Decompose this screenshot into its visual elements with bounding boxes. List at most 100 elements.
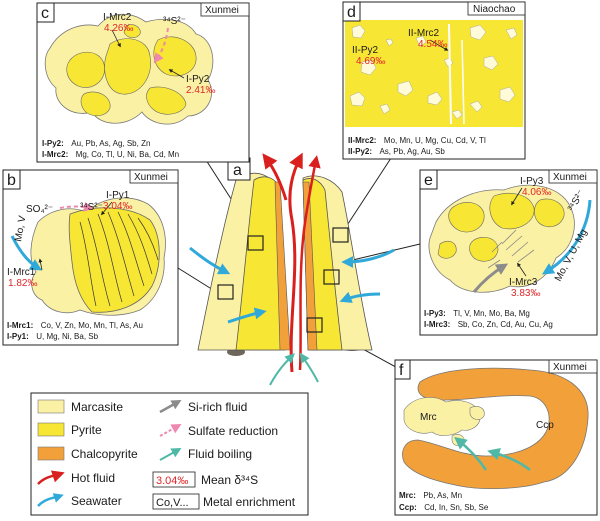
mineral-label: Mrc <box>420 412 437 423</box>
legend-label: Pyrite <box>71 423 102 437</box>
panel-e: e Xunmei I-Py3 4.06‰ ³⁴S²⁻ I-Mrc3 3.83‰ … <box>419 169 598 336</box>
sample-box-d <box>332 227 349 243</box>
pyrite-crystal <box>68 207 160 313</box>
vein <box>448 23 452 125</box>
element-row-mineral: II-Py2: <box>348 147 372 156</box>
legend-label: Seawater <box>71 494 122 508</box>
element-row-mineral: I-Mrc3: <box>424 320 450 329</box>
pointer-line <box>517 262 527 277</box>
chalcopyrite-layer-right <box>302 181 318 351</box>
panel-label-box <box>419 169 438 190</box>
pyrite-grain <box>469 237 499 262</box>
legend-label: Marcasite <box>71 400 123 414</box>
marcasite-patch <box>415 35 427 48</box>
fiber <box>487 259 501 269</box>
mineral-label: II-Mrc2 <box>408 28 440 39</box>
mean-d34s-value: 3.04‰ <box>103 201 132 212</box>
seawater-arrow <box>541 199 592 275</box>
element-row-mineral: I-Mrc2: <box>42 150 68 159</box>
seawater-arrow <box>339 291 381 303</box>
pyrite-grain <box>437 240 457 259</box>
element-row-list: Au, Pb, As, Ag, Sb, Zn <box>71 139 150 148</box>
pyrite-grain <box>146 86 187 115</box>
marcasite-patch <box>427 91 443 106</box>
mineral-label: II-Py2 <box>352 45 379 56</box>
pointer-line <box>168 69 185 79</box>
sulfide-label: ³⁴S²⁻ <box>80 202 103 213</box>
chalcopyrite-mass <box>402 367 589 490</box>
element-row: I-Py1: U, Mg, Ni, Ba, Sb <box>7 326 99 343</box>
location-box <box>548 169 598 184</box>
pyrite-grain <box>104 38 151 95</box>
element-row-list: As, Pb, Ag, Au, Sb <box>379 147 445 156</box>
mineral-label: I-Mrc2 <box>103 12 132 23</box>
element-row-mineral: Ccp: <box>399 503 417 512</box>
location-box <box>200 2 250 17</box>
boiling-arrow <box>487 448 531 471</box>
growth-band <box>117 211 145 287</box>
marcasite-patch <box>397 80 414 97</box>
sample-box-c <box>247 235 264 251</box>
panel-f: f Xunmei Mrc Ccp Mrc: Pb, As, Mn Ccp: Cd… <box>394 359 598 516</box>
marcasite-patch <box>351 24 366 39</box>
element-row: Ccp: Cd, In, Sn, Sb, Se <box>399 497 489 514</box>
element-row: I-Mrc1: Co, V, Zn, Mo, Mn, Tl, As, Au <box>7 315 143 332</box>
pyrite-swatch <box>37 422 65 437</box>
growth-band <box>107 211 135 297</box>
legend-label: Metal enrichment <box>203 495 296 509</box>
si-rich-fluid-arrow <box>472 263 509 293</box>
element-row-mineral: I-Py2: <box>42 139 64 148</box>
panel-d: d Niaochao II-Py2 4.69‰ II-Mrc2 4.54‰ II… <box>342 1 526 160</box>
pyrite-grain <box>123 24 141 38</box>
sulfate-label: SO₄²⁻ <box>26 204 53 215</box>
sulfate-reduction-arrow <box>59 201 94 212</box>
legend-sample-value: 3.04‰ <box>156 475 188 487</box>
pyrite-layer-left <box>235 176 286 351</box>
marcasite-patches <box>349 24 518 120</box>
fiber <box>501 229 517 245</box>
growth-band <box>97 213 123 303</box>
element-row-list: Tl, V, Mn, Mo, Ba, Mg <box>453 309 530 318</box>
mineral-label: I-Mrc1 <box>7 267 36 278</box>
marcasite-grain <box>469 406 485 420</box>
element-row-mineral: I-Py1: <box>7 332 29 341</box>
panel-b: b Xunmei SO₄²⁻ ³⁴S²⁻ I-Py1 3.04‰ I-Mrc1 … <box>2 169 179 346</box>
hot-fluid-arrow <box>298 155 321 371</box>
mineral-label: I-Py2 <box>186 74 210 85</box>
panel-label-box <box>2 169 21 190</box>
mineral-label: I-Mrc3 <box>509 277 538 288</box>
fiber <box>505 235 523 251</box>
chalcopyrite-swatch <box>37 446 65 461</box>
pyrite-grain <box>80 91 111 117</box>
panel-label-b: b <box>7 172 16 189</box>
pointer-line <box>511 187 523 206</box>
marcasite-patch <box>451 109 463 120</box>
legend-label: Fluid boiling <box>188 447 252 461</box>
element-row-list: Cd, In, Sn, Sb, Se <box>424 503 489 512</box>
pyrite-grain <box>534 198 565 228</box>
location-box <box>548 359 598 374</box>
pink-dashed-arrow-icon <box>159 424 182 437</box>
legend-label: Hot fluid <box>71 471 115 485</box>
marcasite-patch <box>360 59 377 76</box>
element-row: II-Mrc2: Mo, Mn, U, Mg, Cu, Cd, V, Tl <box>348 130 486 147</box>
pointer-line <box>100 201 113 216</box>
sample-box-e <box>323 269 340 285</box>
location-box <box>467 1 526 16</box>
mineral-label: I-Py1 <box>106 190 130 201</box>
panel-label-a: a <box>233 162 242 179</box>
sample-box-b <box>217 284 234 300</box>
marcasite-patch <box>469 24 487 41</box>
marcasite-swatch <box>37 399 65 414</box>
location-label: Xunmei <box>553 172 587 183</box>
mean-d34s-value: 2.41‰ <box>186 85 215 96</box>
pyrite-grain <box>66 51 105 88</box>
element-row: II-Py2: As, Pb, Ag, Au, Sb <box>348 141 445 158</box>
element-row-list: Co, V, Zn, Mo, Mn, Tl, As, Au <box>41 321 143 330</box>
seawater-arrow <box>341 248 395 268</box>
fiber <box>511 241 529 257</box>
sulfide-label: ³⁴S²⁻ <box>163 16 186 27</box>
pyrite-grain <box>489 193 535 230</box>
element-row-mineral: II-Mrc2: <box>348 136 376 145</box>
